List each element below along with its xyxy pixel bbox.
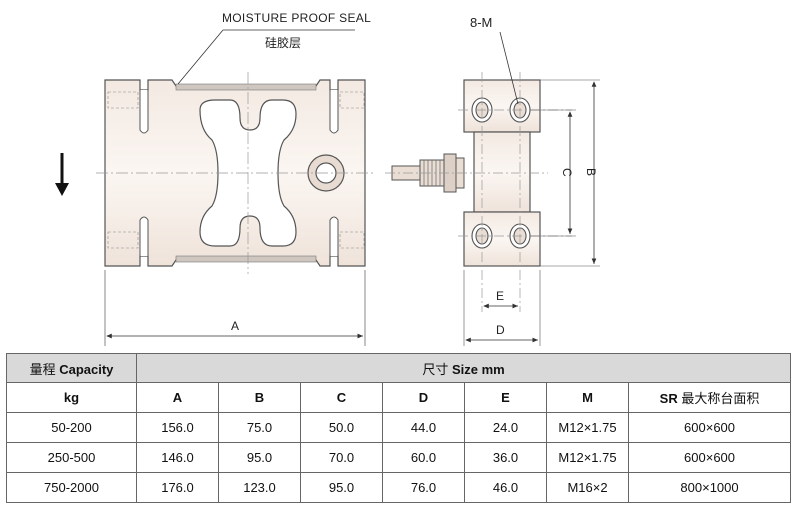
table-cell: 250-500 (6, 442, 137, 473)
col-a: A (136, 382, 219, 413)
capacity-header: 量程 Capacity (6, 353, 137, 383)
seal-label: MOISTURE PROOF SEAL (222, 11, 371, 25)
col-c: C (300, 382, 383, 413)
table-cell: 44.0 (382, 412, 465, 443)
table-row: 50-200 156.0 75.0 50.0 44.0 24.0 M12×1.7… (6, 412, 792, 443)
table-cell: 750-2000 (6, 472, 137, 503)
seal-label-cn: 硅胶层 (265, 35, 301, 50)
thread-label: 8-M (470, 15, 492, 30)
col-b: B (218, 382, 301, 413)
table-cell: 95.0 (218, 442, 301, 473)
col-e: E (464, 382, 547, 413)
col-sr-en: SR (659, 391, 678, 406)
size-header-cn: 尺寸 (422, 361, 449, 377)
top-seal-strip (175, 83, 317, 91)
front-view: MOISTURE PROOF SEAL 硅胶层 A (55, 11, 375, 346)
col-sr-cn: 最大称台面积 (681, 391, 760, 406)
table-cell: 123.0 (218, 472, 301, 503)
dimension-a-label: A (231, 319, 239, 333)
table-cell: 46.0 (464, 472, 547, 503)
side-middle-body (473, 131, 531, 213)
table-cell: 156.0 (136, 412, 219, 443)
table-cell: 800×1000 (627, 472, 792, 503)
size-header-en: Size mm (451, 361, 505, 377)
bottom-seal-strip (175, 255, 317, 263)
load-cell-technical-drawing: MOISTURE PROOF SEAL 硅胶层 A (55, 11, 600, 346)
table-cell: 76.0 (382, 472, 465, 503)
capacity-header-en: Capacity (59, 361, 114, 377)
table-cell: 75.0 (218, 412, 301, 443)
table-row: 250-500 146.0 95.0 70.0 60.0 36.0 M12×1.… (6, 442, 792, 473)
table-cell: 146.0 (136, 442, 219, 473)
col-kg: kg (6, 382, 137, 413)
col-d: D (382, 382, 465, 413)
table-cell: 36.0 (464, 442, 547, 473)
table-cell: M16×2 (546, 472, 629, 503)
table-cell: 600×600 (627, 412, 792, 443)
capacity-header-cn: 量程 (29, 361, 56, 377)
table-header-row: 量程 Capacity 尺寸 Size mm (6, 353, 792, 383)
table-cell: 176.0 (136, 472, 219, 503)
table-cell: 95.0 (300, 472, 383, 503)
size-header: 尺寸 Size mm (135, 353, 792, 383)
side-view: 8-M C B E D (385, 15, 600, 346)
table-cell: 50.0 (300, 412, 383, 443)
table-cell: 24.0 (464, 412, 547, 443)
load-direction-arrow (55, 153, 69, 196)
table-cell: M12×1.75 (546, 442, 629, 473)
table-cell: M12×1.75 (546, 412, 629, 443)
table-cell: 600×600 (627, 442, 792, 473)
col-sr: SR 最大称台面积 (627, 382, 792, 413)
column-header-row: kg A B C D E M SR 最大称台面积 (6, 382, 792, 413)
table-cell: 60.0 (382, 442, 465, 473)
specification-table: 量程 Capacity 尺寸 Size mm kg A B C D E M SR… (6, 353, 792, 503)
col-m: M (546, 382, 629, 413)
table-cell: 50-200 (6, 412, 137, 443)
dimension-b-label: B (584, 168, 598, 176)
dimension-c-label: C (560, 168, 574, 177)
dimension-d-label: D (496, 323, 505, 337)
table-cell: 70.0 (300, 442, 383, 473)
dimension-e-label: E (496, 289, 504, 303)
table-row: 750-2000 176.0 123.0 95.0 76.0 46.0 M16×… (6, 472, 792, 503)
